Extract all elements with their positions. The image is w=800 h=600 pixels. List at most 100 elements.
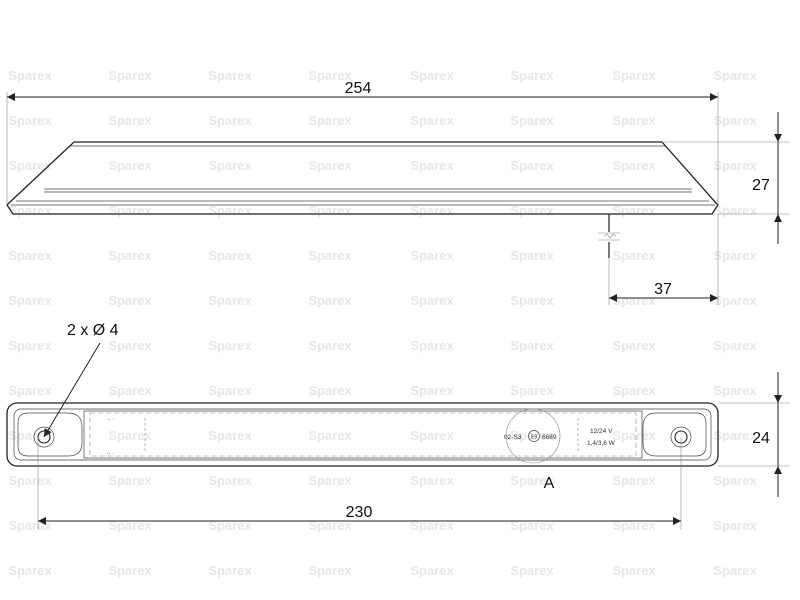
watermark-text: Sparex — [713, 203, 757, 218]
watermark-text: Sparex — [612, 68, 656, 83]
watermark-text: Sparex — [410, 158, 454, 173]
lens-mark-symbol: E9 — [531, 435, 537, 441]
watermark-text: Sparex — [612, 338, 656, 353]
watermark-text: Sparex — [612, 113, 656, 128]
watermark-text: Sparex — [713, 473, 757, 488]
lens-mark-tl: ∙∙ ∙ — [107, 416, 114, 423]
right-mount-pocket — [642, 412, 707, 457]
watermark-text: Sparex — [308, 293, 352, 308]
hole-spacing-label: 230 — [346, 504, 373, 521]
watermark-text: Sparex — [308, 338, 352, 353]
watermark-text: Sparex — [410, 563, 454, 578]
lens-power: 1,4/3,6 W — [587, 440, 616, 447]
lens-code-number: 6689 — [542, 434, 557, 441]
watermark-text: Sparex — [108, 158, 152, 173]
holes-label: 2 x Ø 4 — [67, 322, 119, 339]
lens-area — [83, 410, 643, 459]
watermark-text: Sparex — [510, 338, 554, 353]
watermark-text: Sparex — [410, 338, 454, 353]
watermark-text: Sparex — [713, 293, 757, 308]
cable-offset-label: 37 — [654, 281, 672, 298]
width-label: 24 — [752, 430, 770, 447]
watermark-text: Sparex — [510, 248, 554, 263]
height-label: 27 — [752, 177, 770, 194]
top-view-outline — [6, 402, 719, 467]
side-view — [6, 141, 719, 258]
dimension-width: 24 — [752, 372, 782, 497]
watermark-text: Sparex — [713, 518, 757, 533]
watermark-text: Sparex — [612, 248, 656, 263]
watermark-text: Sparex — [208, 248, 252, 263]
detail-label: A — [544, 475, 555, 492]
watermark-text: Sparex — [8, 68, 52, 83]
watermark-text: Sparex — [8, 563, 52, 578]
watermark-text: Sparex — [612, 473, 656, 488]
watermark-text: Sparex — [510, 518, 554, 533]
dimension-height: 27 — [752, 112, 782, 244]
overall-length-label: 254 — [345, 80, 372, 97]
watermark-text: Sparex — [208, 563, 252, 578]
watermark-text: Sparex — [612, 428, 656, 443]
watermark-text: Sparex — [308, 113, 352, 128]
watermark-text: Sparex — [8, 293, 52, 308]
watermark-text: Sparex — [208, 473, 252, 488]
hole-callout: 2 x Ø 4 — [43, 322, 119, 438]
watermark-text: Sparex — [8, 248, 52, 263]
watermark-text: Sparex — [108, 113, 152, 128]
lens-mark-circle — [528, 430, 540, 442]
watermark-text: Sparex — [308, 248, 352, 263]
watermark-text: Sparex — [410, 293, 454, 308]
detail-circle — [505, 408, 561, 464]
watermark-text: Sparex — [410, 113, 454, 128]
watermark-text: Sparex — [8, 113, 52, 128]
watermark-text: Sparex — [510, 563, 554, 578]
watermark-text: Sparex — [612, 158, 656, 173]
watermark-text: Sparex — [8, 383, 52, 398]
watermark-text: Sparex — [8, 518, 52, 533]
watermark-text: Sparex — [410, 248, 454, 263]
watermark-text: Sparex — [108, 563, 152, 578]
watermark-text: Sparex — [208, 338, 252, 353]
top-view-inner-rim — [13, 408, 712, 461]
watermark-text: Sparex — [108, 293, 152, 308]
watermark-text: Sparex — [308, 473, 352, 488]
watermark-text: Sparex — [612, 518, 656, 533]
watermark-text: Sparex — [8, 473, 52, 488]
watermark-text: Sparex — [410, 428, 454, 443]
watermark-text: Sparex — [108, 473, 152, 488]
watermark-text: Sparex — [410, 383, 454, 398]
watermark-text: Sparex — [208, 113, 252, 128]
watermark-text: Sparex — [713, 158, 757, 173]
watermark-text: Sparex — [410, 68, 454, 83]
watermark-text: Sparex — [410, 473, 454, 488]
watermark-text: Sparex — [308, 68, 352, 83]
watermark-text: Sparex — [208, 518, 252, 533]
watermark-text: Sparex — [510, 113, 554, 128]
dimension-cable-offset: 37 — [609, 281, 718, 302]
watermark-text: Sparex — [208, 293, 252, 308]
watermark-text: Sparex — [612, 383, 656, 398]
watermark-text: Sparex — [208, 68, 252, 83]
watermark-text: Sparex — [713, 338, 757, 353]
watermark-text: Sparex — [713, 563, 757, 578]
watermark-text: Sparex — [208, 383, 252, 398]
watermark-text: Sparex — [108, 248, 152, 263]
watermark-text: Sparex — [208, 158, 252, 173]
side-extension-lines — [6, 92, 790, 305]
watermark-text: Sparex — [612, 563, 656, 578]
watermark-text: Sparex — [510, 473, 554, 488]
lens-code-prefix: 02-S3 — [504, 434, 522, 441]
watermark-text: Sparex — [510, 383, 554, 398]
lens-mark-bl: ∙∙ ∙ — [107, 450, 114, 457]
watermark-text: Sparex — [713, 428, 757, 443]
watermark-text: Sparex — [108, 68, 152, 83]
watermark-text: Sparex — [308, 563, 352, 578]
left-mount-pocket — [17, 412, 83, 457]
watermark-text: Sparex — [713, 113, 757, 128]
watermark-text: Sparex — [108, 338, 152, 353]
watermark-text: Sparex — [8, 428, 52, 443]
watermark-text: Sparex — [510, 68, 554, 83]
